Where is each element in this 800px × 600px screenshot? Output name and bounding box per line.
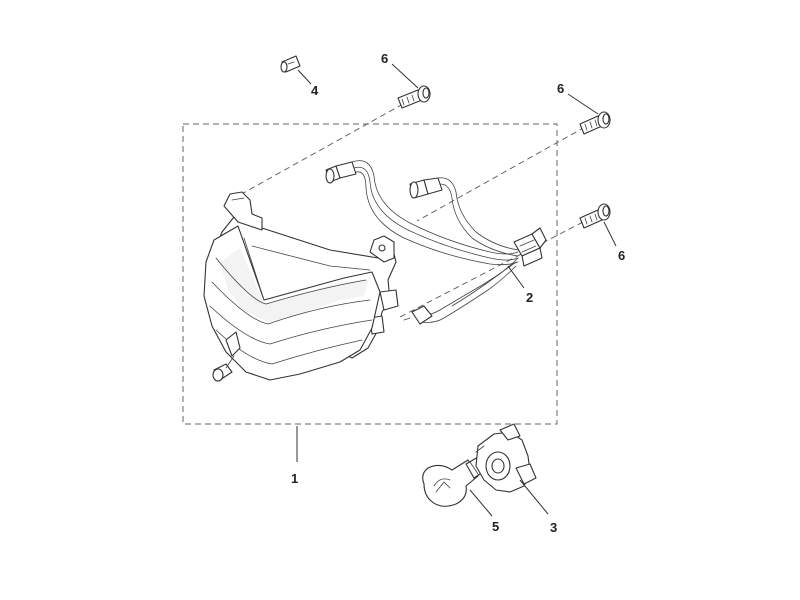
- main-bulb-leader: [469, 489, 493, 517]
- callout-screw-right-lower: 6: [618, 248, 625, 263]
- callout-headlamp-assembly: 1: [291, 471, 298, 486]
- callout-side-bulb: 4: [311, 83, 319, 98]
- callout-screw-top: 6: [381, 51, 388, 66]
- side-bulb[interactable]: [280, 55, 301, 73]
- screw-right-lower[interactable]: [579, 203, 611, 229]
- assembly-boundary: [182, 123, 558, 425]
- main-bulb[interactable]: [422, 455, 487, 507]
- callout-main-bulb: 5: [492, 519, 499, 534]
- screw-right-upper[interactable]: [579, 111, 611, 135]
- bulb-socket[interactable]: [475, 423, 537, 493]
- screw-top-alignment-line: [237, 103, 404, 197]
- screw-right-upper-alignment-line: [416, 126, 586, 222]
- headlamp-assembly[interactable]: [203, 191, 399, 382]
- screw-top-leader: [391, 63, 419, 89]
- screw-right-lower-alignment-line: [399, 221, 584, 318]
- screw-right-lower-leader: [603, 221, 617, 247]
- screw-right-upper-leader: [567, 93, 599, 115]
- callout-screw-right-upper: 6: [557, 81, 564, 96]
- bulb-socket-leader: [519, 479, 549, 515]
- wiring-harness-leader: [507, 265, 525, 289]
- screw-top[interactable]: [397, 85, 431, 109]
- wiring-harness[interactable]: [325, 160, 547, 325]
- callout-bulb-socket: 3: [550, 520, 557, 535]
- side-bulb-leader: [297, 69, 312, 85]
- callout-wiring-harness: 2: [526, 290, 533, 305]
